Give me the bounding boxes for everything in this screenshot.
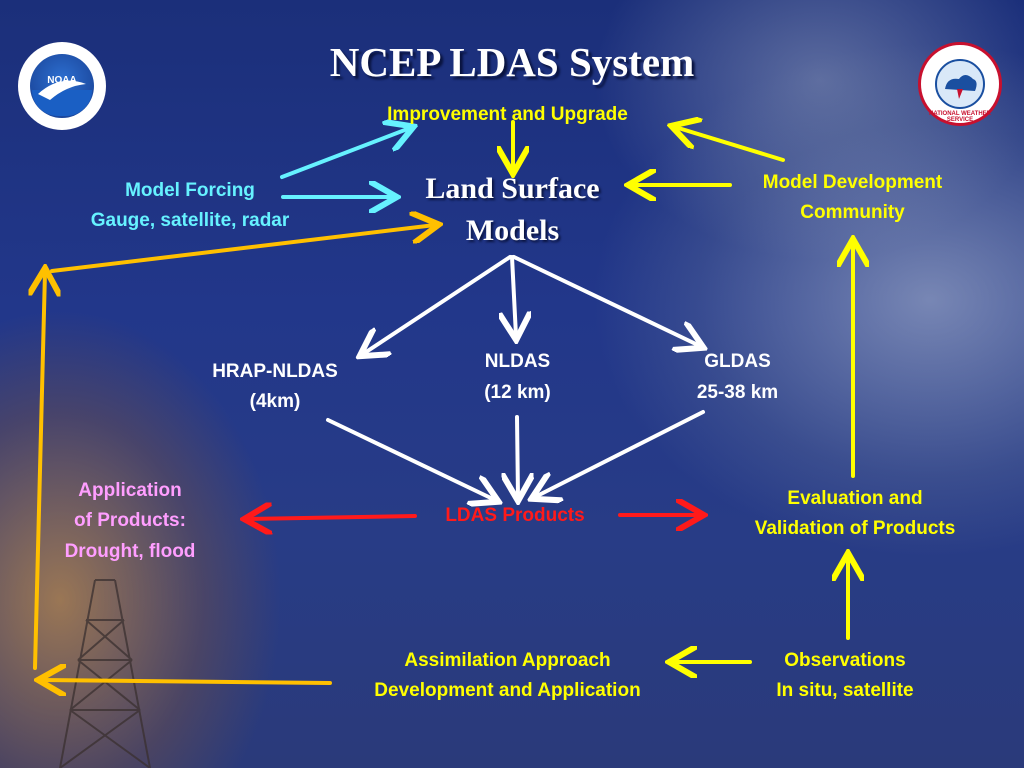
arrow-modeldev-to-improvement xyxy=(675,127,785,162)
tower-graphic xyxy=(59,579,151,768)
application-label: Application xyxy=(78,480,182,501)
model-forcing-label: Model Forcing xyxy=(125,180,255,201)
nldas-label: NLDAS xyxy=(484,351,551,372)
land-surface-label: Land Surface xyxy=(425,172,600,205)
cloud-icon xyxy=(945,75,977,99)
insitu-satellite-label: In situ, satellite xyxy=(776,680,914,701)
arrow-lsm-to-nldas xyxy=(512,255,516,336)
observations-label: Observations xyxy=(784,650,906,671)
model-forcing-sources-label: Gauge, satellite, radar xyxy=(90,210,290,231)
noaa-logo: NOAA xyxy=(18,42,106,130)
arrow-lsm-to-gldas xyxy=(512,255,700,346)
arrow-gldas-to-products xyxy=(535,410,705,497)
arrow-forcing-to-improvement xyxy=(280,128,410,179)
arrow-nldas-to-products xyxy=(517,415,518,497)
arrow-left-to-lsm xyxy=(50,225,435,273)
page-title: NCEP LDAS System xyxy=(329,39,695,85)
drought-flood-label: Drought, flood xyxy=(64,541,196,562)
gldas-label: GLDAS xyxy=(704,351,771,372)
hrap-nldas-label: HRAP-NLDAS xyxy=(212,361,338,382)
noaa-logo-text: NOAA xyxy=(47,75,77,86)
gldas-resolution-label: 25-38 km xyxy=(696,382,779,403)
of-products-label: of Products: xyxy=(74,510,186,531)
hrap-resolution-label: (4km) xyxy=(249,391,301,412)
arrow-hrap-to-products xyxy=(326,418,495,500)
evaluation-label: Evaluation and xyxy=(787,488,923,509)
arrow-lsm-to-hrap xyxy=(363,255,512,354)
arrow-products-to-application xyxy=(248,516,417,519)
community-label: Community xyxy=(800,202,905,223)
improvement-upgrade-label: Improvement and Upgrade xyxy=(387,104,628,125)
nws-logo: NATIONAL WEATHER SERVICE xyxy=(918,42,1002,126)
nws-logo-text: NATIONAL WEATHER SERVICE xyxy=(929,111,991,123)
nldas-resolution-label: (12 km) xyxy=(484,382,551,403)
development-application-label: Development and Application xyxy=(374,680,641,701)
bird-icon xyxy=(38,80,86,100)
models-label: Models xyxy=(465,214,560,247)
arrow-assimilation-to-left xyxy=(42,680,332,683)
validation-products-label: Validation of Products xyxy=(754,518,956,539)
ldas-products-label: LDAS Products xyxy=(445,505,585,526)
model-development-label: Model Development xyxy=(762,172,943,193)
assimilation-approach-label: Assimilation Approach xyxy=(404,650,611,671)
arrow-left-upward xyxy=(35,272,45,670)
